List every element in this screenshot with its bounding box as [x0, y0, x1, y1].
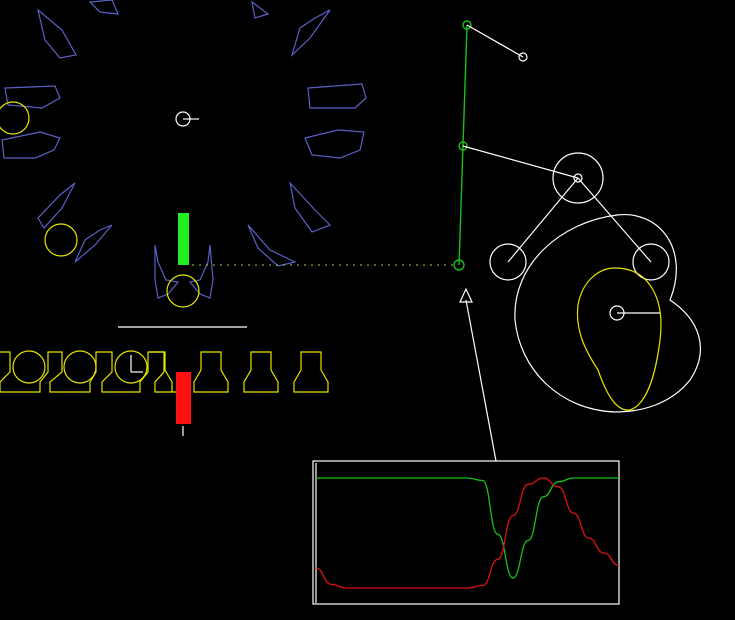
joint: [518, 52, 528, 62]
pointer-arrow-shaft: [465, 299, 497, 462]
star-wheel-hub: [175, 111, 199, 127]
chart-series-line-1: [316, 477, 619, 579]
star-wheel-pocket: [251, 0, 270, 19]
container-bottle: [114, 350, 148, 384]
conveyor-slot: [150, 351, 173, 392]
star-wheel-pocket: [88, 0, 119, 15]
lower-pusher: [176, 372, 191, 424]
cam-roller: [632, 243, 670, 281]
conveyor-slot: [293, 351, 329, 393]
outer-cam: [514, 214, 701, 413]
joint: [573, 173, 583, 183]
container-bottle: [166, 274, 200, 308]
upper-pusher: [178, 213, 189, 265]
chart-series-line-2: [315, 477, 620, 589]
star-wheel-pocket: [307, 83, 367, 109]
cam-shaft: [609, 305, 660, 321]
star-wheel-pocket: [74, 224, 113, 263]
rocker-arm: [577, 177, 652, 263]
star-wheel-pocket: [304, 129, 365, 159]
follower-pivot: [462, 20, 472, 30]
motion-chart: [312, 460, 620, 605]
rocker-pivot: [552, 152, 604, 204]
follower-pivot: [453, 259, 465, 271]
star-wheel-pocket: [247, 224, 297, 267]
container-bottle: [63, 350, 97, 384]
inner-cam: [576, 267, 662, 411]
star-wheel-pocket: [4, 85, 61, 109]
conveyor-slot: [243, 351, 279, 393]
follower-rod: [458, 24, 468, 266]
star-wheel-pocket: [37, 182, 76, 230]
cam-roller: [489, 243, 527, 281]
star-wheel-pocket: [37, 8, 77, 59]
star-wheel-pocket: [288, 181, 332, 233]
conveyor-slot: [193, 351, 229, 393]
conveyor-track: [0, 351, 178, 393]
star-wheel-pocket: [154, 244, 180, 299]
star-wheel: [1, 0, 367, 299]
container-bottle: [44, 223, 78, 257]
follower-pivot: [458, 141, 468, 151]
chart-series-group: [315, 477, 620, 589]
conveyor: [0, 350, 329, 393]
star-wheel-pocket: [1, 131, 61, 159]
container-bottle: [12, 350, 46, 384]
star-wheel-pocket: [290, 9, 331, 57]
mid-link: [462, 145, 579, 179]
container-bottle: [0, 101, 30, 135]
chart-frame: [312, 460, 620, 605]
top-link: [466, 24, 524, 58]
pointer-arrow-head: [459, 287, 473, 303]
star-wheel-pocket: [188, 244, 214, 299]
